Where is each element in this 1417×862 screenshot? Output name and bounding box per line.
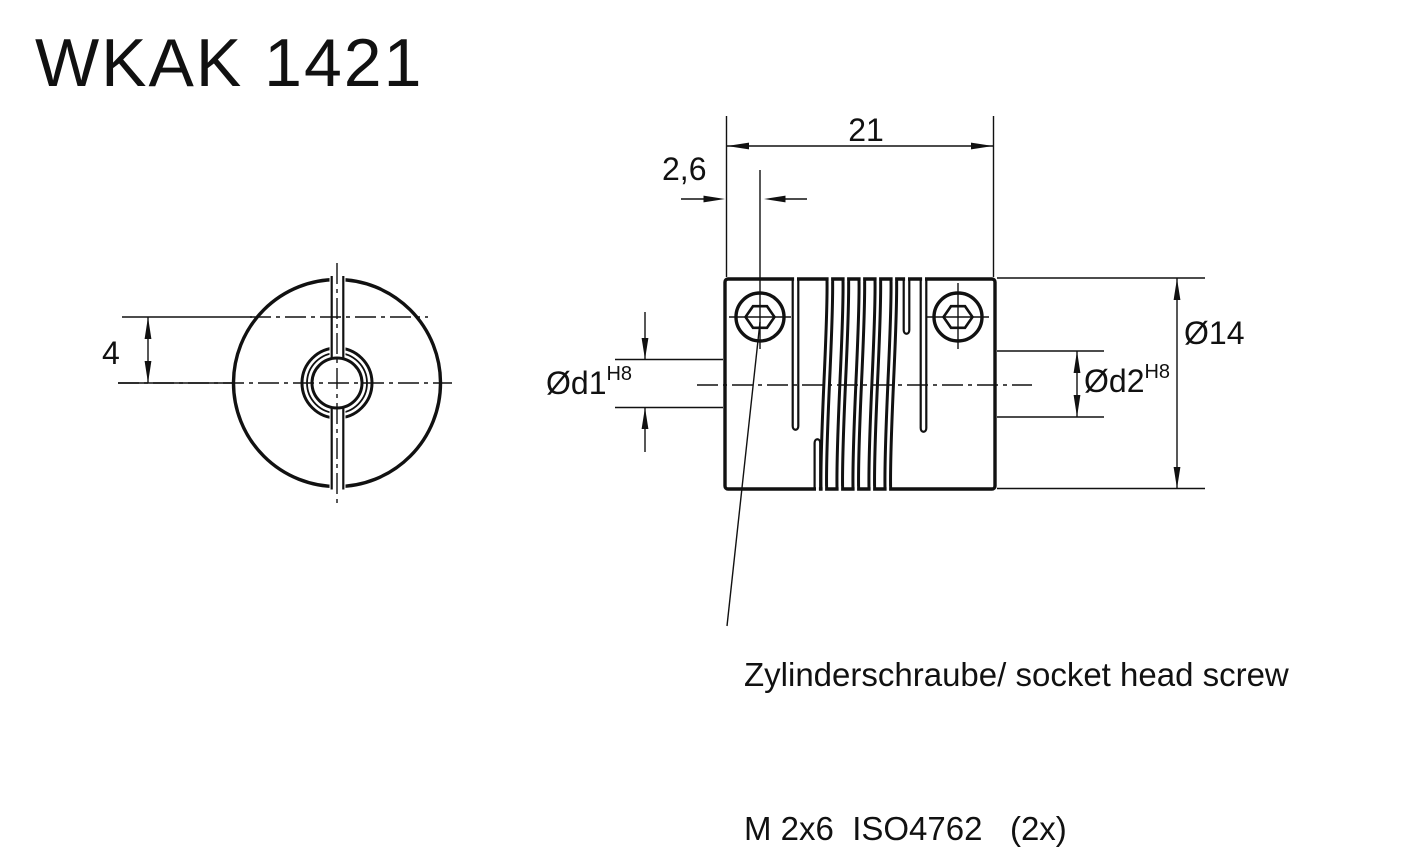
dim-screw-offset-label: 4	[102, 335, 120, 371]
socket-head-screw-right	[927, 283, 989, 349]
dimension-lines	[615, 116, 1205, 490]
dim-length-lines	[726, 142, 994, 150]
page-title: WKAK 1421	[35, 25, 424, 101]
side-view-drawing	[697, 170, 1032, 627]
dim-outer-diameter-label: Ø14	[1184, 315, 1245, 351]
dim-hub-width-lines	[681, 195, 807, 203]
bore-d2-text: Ød2	[1084, 363, 1145, 399]
bore-d1-text: Ød1	[546, 365, 607, 401]
dim-hub-width-label: 2,6	[662, 151, 707, 187]
dim-bore-d1-lines	[615, 312, 723, 452]
edge-notches	[794, 276, 925, 492]
dim-outer-diameter-lines	[997, 277, 1205, 490]
screw-annotation-line1: Zylinderschraube/ socket head screw	[744, 655, 1289, 693]
clamp-slits	[791, 280, 928, 489]
bore-d1-tolerance: H8	[606, 363, 633, 386]
screw-annotation-line2: M 2x6 ISO4762 (2x)	[744, 810, 1067, 848]
leader-line	[726, 321, 761, 627]
dim-bore-d2-label: Ød2H8	[1084, 361, 1171, 399]
dim-screw-offset-lines	[144, 317, 152, 383]
dim-length-label: 21	[848, 112, 884, 148]
dim-bore-d1-label: Ød1H8	[546, 363, 633, 401]
socket-head-screw-left	[729, 170, 791, 349]
screw-annotation: Zylinderschraube/ socket head screw M 2x…	[744, 546, 1289, 862]
bore-d2-tolerance: H8	[1144, 361, 1171, 384]
dim-bore-d2-lines	[997, 350, 1104, 418]
front-view-drawing	[118, 263, 452, 503]
